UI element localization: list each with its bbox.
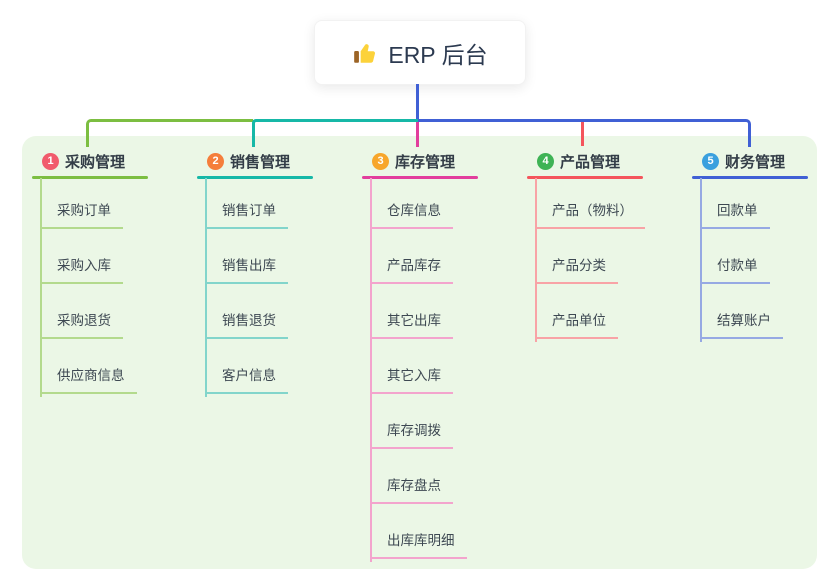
node-item[interactable]: 产品（物料） bbox=[535, 201, 645, 229]
branch-spine bbox=[370, 178, 372, 562]
node-item[interactable]: 采购订单 bbox=[40, 201, 123, 229]
node-item[interactable]: 销售出库 bbox=[205, 256, 288, 284]
node-item[interactable]: 产品单位 bbox=[535, 311, 618, 339]
branch-title: 库存管理 bbox=[395, 153, 456, 171]
badge-1: 1 bbox=[42, 152, 59, 170]
node-item[interactable]: 库存调拨 bbox=[370, 421, 453, 449]
node-item[interactable]: 其它出库 bbox=[370, 311, 453, 339]
root-node[interactable]: ERP 后台 bbox=[314, 20, 526, 85]
branch-inventory: 3 库存管理 仓库信息 产品库存 其它出库 其它入库 库存调拨 库存盘点 出库库… bbox=[362, 146, 527, 576]
branch-finance-header[interactable]: 5 财务管理 bbox=[692, 150, 785, 172]
branch-spine bbox=[205, 178, 207, 397]
node-item[interactable]: 付款单 bbox=[700, 256, 770, 284]
node-item[interactable]: 供应商信息 bbox=[40, 366, 137, 394]
node-item[interactable]: 销售订单 bbox=[205, 201, 288, 229]
node-item[interactable]: 销售退货 bbox=[205, 311, 288, 339]
branch-inventory-header[interactable]: 3 库存管理 bbox=[362, 150, 455, 172]
branch-title: 销售管理 bbox=[230, 153, 291, 171]
node-item[interactable]: 其它入库 bbox=[370, 366, 453, 394]
node-item[interactable]: 产品库存 bbox=[370, 256, 453, 284]
connector-branch-4 bbox=[581, 122, 584, 146]
root-title: ERP 后台 bbox=[388, 41, 488, 68]
node-item[interactable]: 采购退货 bbox=[40, 311, 123, 339]
branch-product: 4 产品管理 产品（物料） 产品分类 产品单位 bbox=[527, 146, 692, 576]
branch-underline bbox=[527, 176, 643, 179]
node-item[interactable]: 采购入库 bbox=[40, 256, 123, 284]
node-item[interactable]: 产品分类 bbox=[535, 256, 618, 284]
branch-underline bbox=[197, 176, 313, 179]
branch-underline bbox=[692, 176, 808, 179]
node-item[interactable]: 出库库明细 bbox=[370, 531, 467, 559]
node-item[interactable]: 库存盘点 bbox=[370, 476, 453, 504]
branch-sales-header[interactable]: 2 销售管理 bbox=[197, 150, 290, 172]
connector-root-stem bbox=[416, 84, 419, 121]
branch-underline bbox=[32, 176, 148, 179]
branch-product-header[interactable]: 4 产品管理 bbox=[527, 150, 620, 172]
branch-finance: 5 财务管理 回款单 付款单 结算账户 bbox=[692, 146, 839, 576]
node-item[interactable]: 仓库信息 bbox=[370, 201, 453, 229]
branches-panel bbox=[22, 136, 817, 569]
branch-title: 采购管理 bbox=[65, 153, 126, 171]
branch-sales: 2 销售管理 销售订单 销售出库 销售退货 客户信息 bbox=[197, 146, 362, 576]
node-item[interactable]: 回款单 bbox=[700, 201, 770, 229]
branch-underline bbox=[362, 176, 478, 179]
branch-procurement-header[interactable]: 1 采购管理 bbox=[32, 150, 125, 172]
node-item[interactable]: 结算账户 bbox=[700, 311, 783, 339]
badge-4: 4 bbox=[537, 152, 554, 170]
badge-2: 2 bbox=[207, 152, 224, 170]
branch-spine bbox=[700, 178, 702, 342]
connector-branch-5 bbox=[418, 119, 751, 147]
connector-branch-2 bbox=[252, 119, 418, 147]
thumbs-up-icon bbox=[352, 40, 378, 66]
branch-title: 财务管理 bbox=[725, 153, 786, 171]
connector-branch-1 bbox=[86, 119, 253, 147]
branch-spine bbox=[535, 178, 537, 342]
branch-procurement: 1 采购管理 采购订单 采购入库 采购退货 供应商信息 bbox=[32, 146, 197, 576]
branch-title: 产品管理 bbox=[560, 153, 621, 171]
connector-branch-3 bbox=[416, 122, 419, 147]
branch-spine bbox=[40, 178, 42, 397]
badge-5: 5 bbox=[702, 152, 719, 170]
badge-3: 3 bbox=[372, 152, 389, 170]
node-item[interactable]: 客户信息 bbox=[205, 366, 288, 394]
